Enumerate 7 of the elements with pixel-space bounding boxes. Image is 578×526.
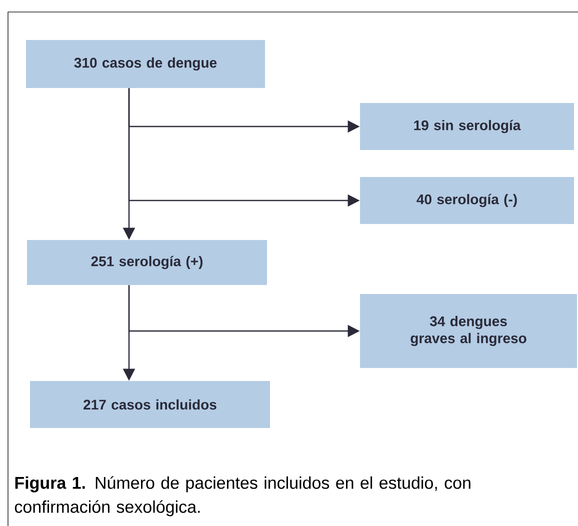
- process-box: 251 serología (+): [27, 240, 267, 285]
- process-box: 310 casos de dengue: [26, 40, 265, 88]
- process-box: 217 casos incluidos: [30, 381, 270, 428]
- process-box: 34 dengues graves al ingreso: [360, 294, 577, 368]
- process-box: 40 serología (-): [360, 177, 574, 224]
- process-box: 19 sin serología: [360, 103, 574, 150]
- caption: Figura 1. Número de pacientes incluidos en el estudio, con confirmación sexológica.: [14, 476, 470, 516]
